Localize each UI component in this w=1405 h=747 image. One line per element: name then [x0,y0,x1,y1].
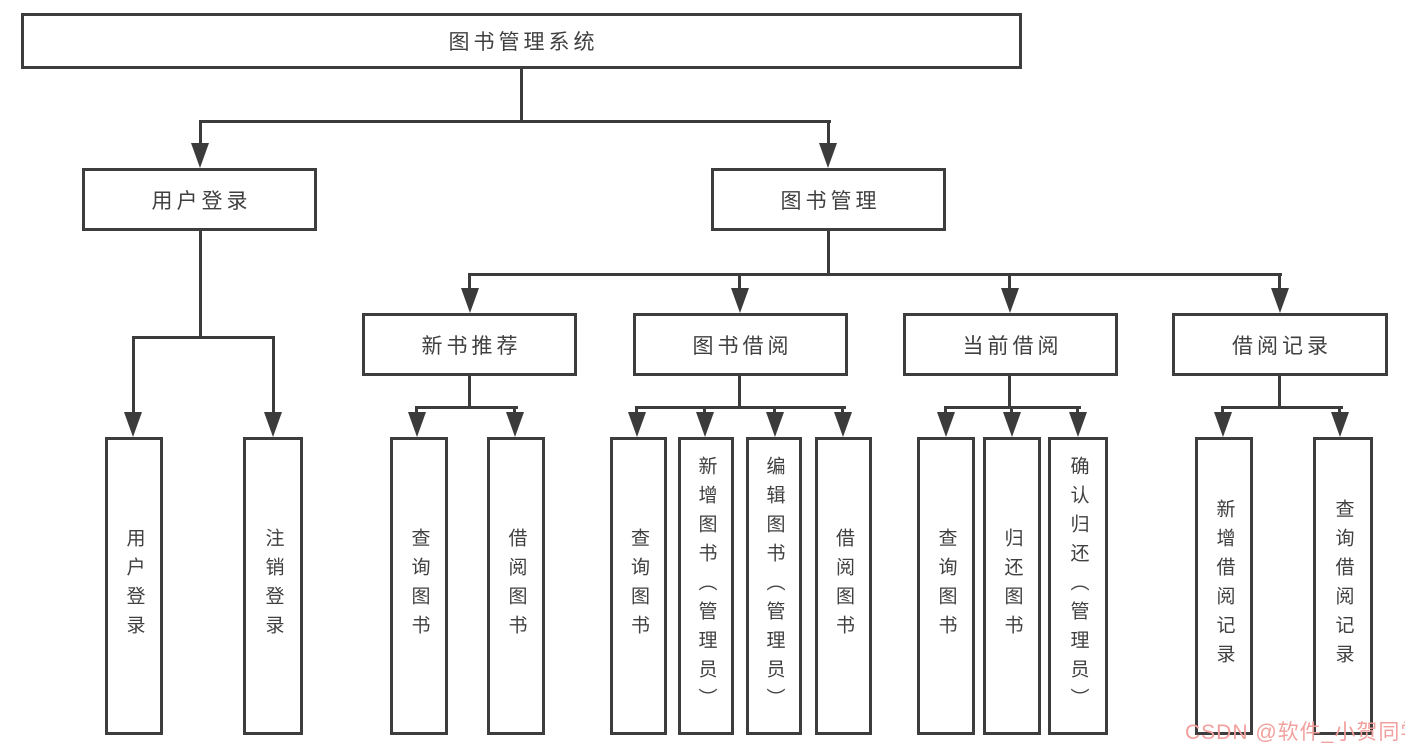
node-borrow-records: 借阅记录 [1172,313,1388,376]
connector-line [635,406,638,415]
leaf-user-login: 用户登录 [105,437,163,735]
arrow-down-icon [191,143,209,168]
leaf-return-books: 归还图书 [983,437,1041,735]
connector-line [415,406,518,409]
node-book-management: 图书管理 [711,168,946,231]
connector-line [520,69,523,122]
arrow-down-icon [461,288,479,313]
leaf-query-books-borrow: 查询图书 [610,437,667,735]
connector-line [132,336,275,339]
leaf-borrow-books-recommend: 借阅图书 [487,437,545,735]
leaf-label: 借阅图书 [505,528,527,644]
leaf-label: 确认归还（管理员） [1067,455,1089,717]
arrow-down-icon [834,412,852,437]
connector-line [1278,273,1281,291]
connector-line [1338,406,1341,415]
arrow-down-icon [1331,412,1349,437]
connector-line [1221,406,1224,415]
leaf-label: 注销登录 [262,528,284,644]
leaf-label: 查询借阅记录 [1332,499,1354,673]
arrow-down-icon [1001,288,1019,313]
connector-line [199,120,202,146]
connector-line [1076,406,1079,415]
node-current-borrow: 当前借阅 [903,313,1118,376]
connector-line [468,273,1282,276]
leaf-confirm-return-admin: 确认归还（管理员） [1048,437,1108,735]
connector-line [468,376,471,408]
connector-line [415,406,418,415]
node-label: 新书推荐 [421,334,522,358]
leaf-label: 归还图书 [1001,528,1023,644]
node-label: 当前借阅 [962,334,1063,358]
connector-line [199,120,831,123]
connector-line [132,336,135,416]
leaf-query-borrow-record: 查询借阅记录 [1313,437,1373,735]
connector-line [738,273,741,291]
leaf-logout: 注销登录 [243,437,303,735]
leaf-label: 查询图书 [408,528,430,644]
node-book-borrow: 图书借阅 [633,313,848,376]
node-label: 图书管理 [780,189,881,213]
connector-line [703,406,706,415]
leaf-add-borrow-record: 新增借阅记录 [1195,437,1253,735]
leaf-label: 查询图书 [935,528,957,644]
arrow-down-icon [819,143,837,168]
leaf-label: 新增图书（管理员） [695,455,717,717]
arrow-down-icon [1069,412,1087,437]
node-label: 图书管理系统 [448,31,599,54]
connector-line [1221,406,1343,409]
arrow-down-icon [506,412,524,437]
leaf-edit-books-admin: 编辑图书（管理员） [746,437,802,735]
connector-line [773,406,776,415]
connector-line [635,406,846,409]
node-new-book-recommend: 新书推荐 [362,313,577,376]
node-label: 图书借阅 [692,334,793,358]
leaf-query-books-current: 查询图书 [917,437,975,735]
connector-line [1008,376,1011,408]
node-label: 借阅记录 [1232,334,1332,358]
connector-line [738,376,741,408]
arrow-down-icon [1271,288,1289,313]
node-user-login: 用户登录 [82,168,317,231]
leaf-label: 用户登录 [123,528,145,644]
leaf-query-books-recommend: 查询图书 [390,437,448,735]
leaf-add-books-admin: 新增图书（管理员） [678,437,734,735]
connector-line [513,406,516,415]
node-library-system: 图书管理系统 [21,13,1022,69]
connector-line [1010,406,1013,415]
arrow-down-icon [696,412,714,437]
leaf-label: 新增借阅记录 [1213,499,1235,673]
connector-line [199,231,202,338]
arrow-down-icon [124,412,142,437]
arrow-down-icon [766,412,784,437]
connector-line [1008,273,1011,291]
arrow-down-icon [937,412,955,437]
leaf-label: 借阅图书 [833,528,854,644]
leaf-label: 查询图书 [628,528,649,644]
arrow-down-icon [628,412,646,437]
connector-line [827,231,830,275]
arrow-down-icon [408,412,426,437]
leaf-borrow-books: 借阅图书 [815,437,872,735]
connector-line [1278,376,1281,408]
arrow-down-icon [1214,412,1232,437]
csdn-watermark: CSDN @软件_小贺同学 [1185,721,1405,744]
connector-line [468,273,471,291]
connector-line [841,406,844,415]
arrow-down-icon [1003,412,1021,437]
connector-line [944,406,947,415]
connector-line [272,336,275,416]
connector-line [827,120,830,146]
arrow-down-icon [731,288,749,313]
node-label: 用户登录 [151,189,252,213]
arrow-down-icon [264,412,282,437]
leaf-label: 编辑图书（管理员） [763,455,785,717]
